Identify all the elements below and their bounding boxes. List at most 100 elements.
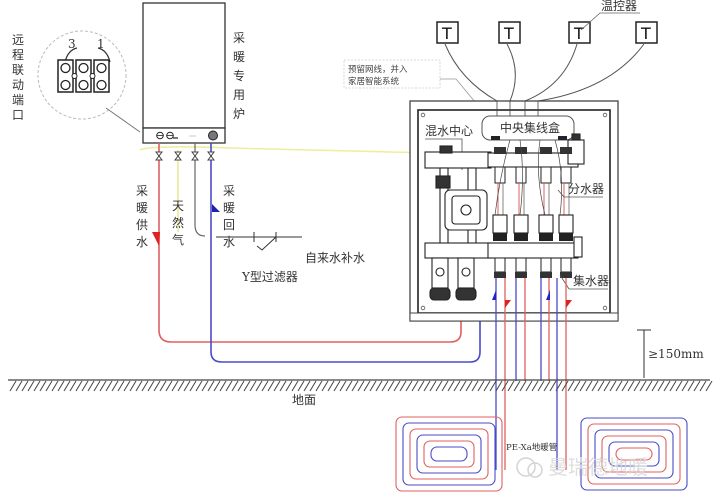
actuator-icon — [558, 214, 574, 234]
water-collector-label: 集水器 — [573, 273, 609, 288]
manifold-loops — [492, 139, 574, 278]
label-char: 采 — [233, 31, 245, 45]
label-char: 气 — [172, 232, 184, 247]
thermostat-wires — [444, 43, 645, 102]
label-char: 采 — [136, 184, 148, 198]
label-char: 用 — [233, 88, 245, 102]
label-char: 暖 — [223, 201, 235, 215]
thermostat-glyph: T — [503, 24, 514, 43]
actuator-icon — [513, 214, 529, 234]
natural-gas-label: 天然气 — [172, 199, 184, 247]
y-filter-label: Y型过滤器 — [241, 270, 298, 284]
thermostat-leader — [580, 12, 640, 31]
signal-wire-yellow — [139, 146, 471, 155]
label-char: 口 — [12, 108, 24, 122]
floor-loop-pipes — [492, 278, 572, 470]
mixing-center-label: 混水中心 — [425, 123, 473, 138]
terminal-number-3: 3 — [68, 37, 76, 51]
thermostat-2: T — [498, 21, 521, 44]
reserved-wiring-line1: 预留网线，并入 — [348, 64, 408, 75]
watermark-text: 曼瑞德地暖 — [548, 455, 648, 479]
watermark: 曼瑞德地暖 — [516, 455, 648, 479]
label-char: 供 — [136, 218, 148, 232]
y-filter-icon — [256, 236, 277, 251]
manifold-loop-1 — [492, 147, 508, 278]
boiler-control-panel — [142, 127, 226, 144]
thermostat-glyph: T — [441, 24, 452, 43]
tap-water-makeup-label: 自来水补水 — [305, 251, 365, 265]
pressure-gauge-icon — [208, 130, 218, 141]
wechat-icon — [516, 457, 536, 477]
thermostat-glyph: T — [640, 24, 651, 43]
boiler-knob-icons — [156, 130, 218, 141]
label-char: 天 — [172, 199, 184, 213]
coil-loop — [615, 447, 653, 461]
ball-valve-icon — [207, 151, 215, 161]
heating-return-pipe — [210, 143, 481, 363]
thermostat-3: T — [568, 21, 591, 44]
label-char: 炉 — [233, 107, 245, 121]
coil-loop — [430, 446, 468, 462]
label-char: 回 — [223, 218, 235, 232]
ball-valve-icon — [174, 151, 182, 161]
label-char: 远 — [12, 33, 24, 47]
reserved-wiring-line2: 家居智能系统 — [348, 76, 400, 87]
control-wires — [494, 139, 563, 216]
coil-loop — [601, 435, 667, 473]
water-distributor — [487, 133, 585, 168]
thermostat-box — [436, 21, 459, 44]
label-char: 然 — [172, 215, 184, 230]
floor-label: 地面 — [292, 393, 316, 407]
label-char: 水 — [223, 235, 235, 249]
height-dimension-label: ≥150mm — [648, 347, 704, 361]
thermostat-label: 温控器 — [601, 0, 637, 13]
label-char: 暖 — [136, 201, 148, 215]
thermostat-4: T — [635, 21, 658, 44]
label-char: 水 — [136, 235, 148, 249]
height-dimension: ≥150mm — [637, 329, 704, 378]
coil-loop — [608, 441, 660, 467]
return-flow-arrow-icon — [212, 204, 220, 212]
label-char: 动 — [12, 78, 24, 92]
label-char: 采 — [223, 184, 235, 198]
thermostat-box — [498, 21, 521, 44]
boiler-valves — [155, 151, 215, 161]
water-collector — [487, 236, 583, 259]
thermostat-box — [568, 21, 591, 44]
central-junction-box — [481, 115, 575, 141]
label-char: 联 — [12, 63, 24, 77]
actuator-icon — [492, 214, 508, 234]
label-char: 专 — [233, 68, 245, 83]
ball-valve-icon — [155, 151, 163, 161]
coil-loop — [395, 416, 503, 492]
terminal-block — [57, 59, 110, 93]
floor-ground: 地面 — [8, 379, 713, 407]
coil-loop — [587, 423, 681, 485]
label-char: 暖 — [233, 50, 245, 64]
supply-flow-arrow-icon — [152, 232, 160, 246]
boiler-body — [142, 2, 226, 129]
return-arrow-icon — [546, 290, 550, 300]
water-distributor-label: 分水器 — [568, 182, 604, 196]
coil-loop — [409, 428, 489, 480]
heating-supply-pipe — [158, 143, 462, 343]
thermostat-1: T — [436, 21, 459, 44]
thermostat-glyph: T — [573, 24, 584, 43]
terminal-number-1: 1 — [97, 37, 105, 51]
floor-coil-left — [395, 416, 503, 492]
coil-loop — [594, 429, 674, 479]
makeup-water-pipe — [194, 143, 206, 237]
manifold-loop-3 — [538, 147, 554, 278]
manifold-cabinet: 中央集线盒 混水中心 — [409, 100, 619, 322]
return-arrow-icon — [492, 290, 496, 300]
actuator-icon — [538, 214, 554, 234]
callout-leader — [105, 107, 141, 133]
